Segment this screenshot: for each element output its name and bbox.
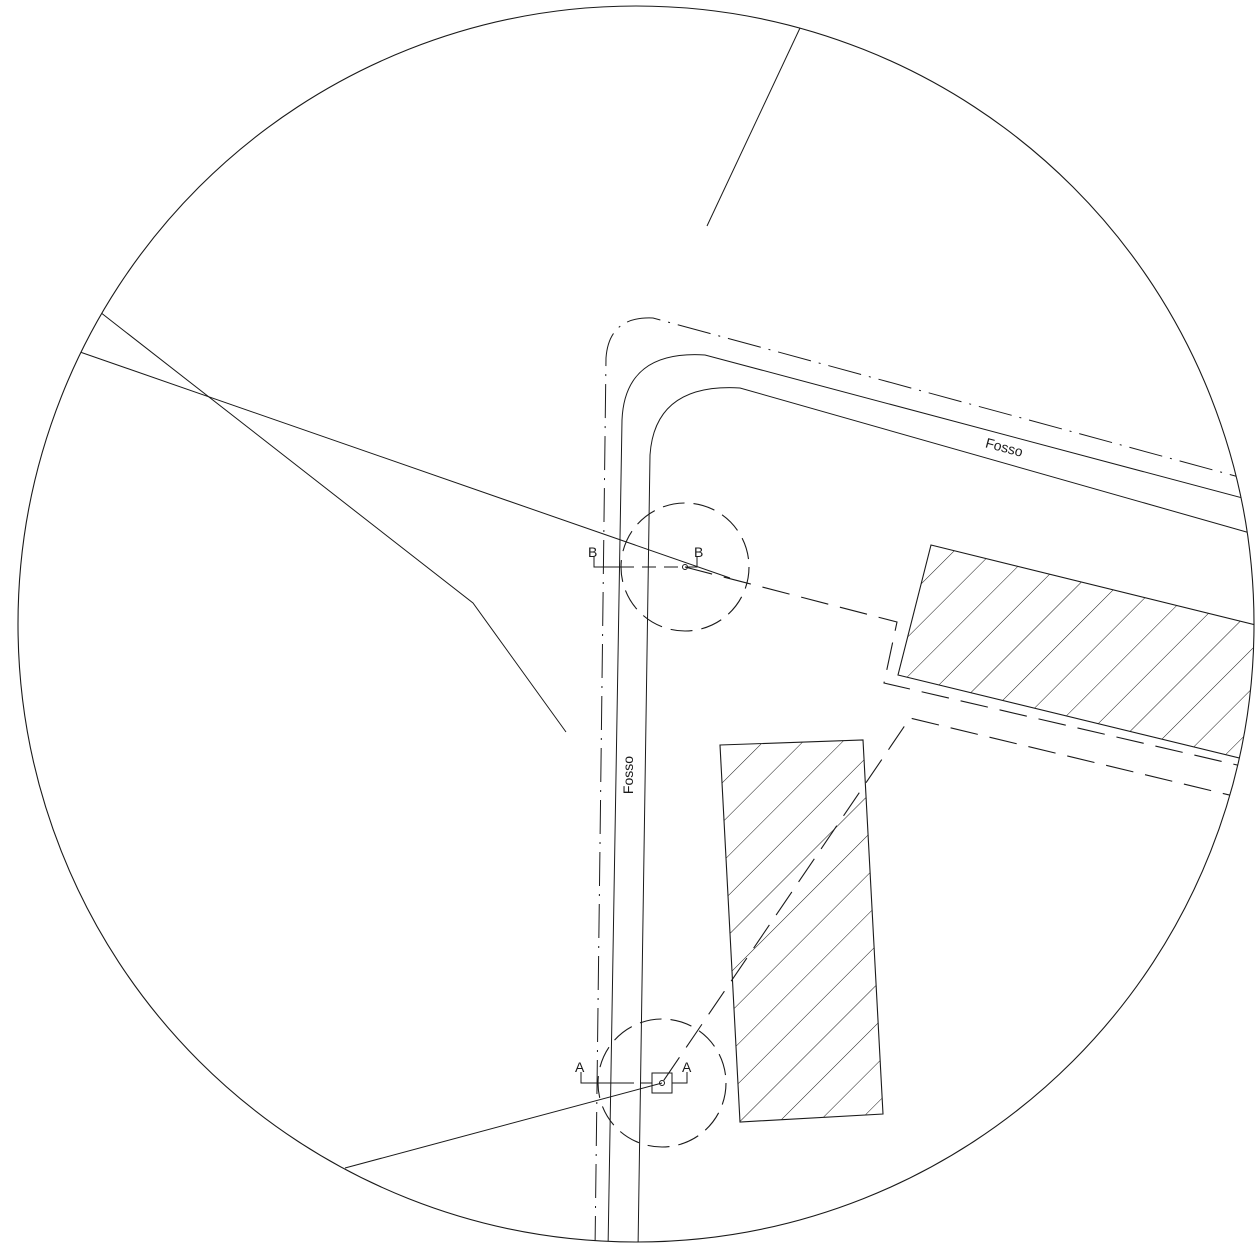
section-marker-a <box>580 1072 688 1094</box>
section-marker-b <box>593 556 698 570</box>
section-label-a-right: A <box>682 1059 692 1075</box>
ditch-edge-outer <box>607 354 1251 1242</box>
section-label-b-right: B <box>694 544 703 560</box>
building-lower <box>719 739 884 1123</box>
boundary-line-top <box>706 27 801 227</box>
boundary-line-long <box>79 351 731 579</box>
road-edge-dashdot <box>594 317 1251 1242</box>
manhole-square <box>651 1072 673 1094</box>
section-label-b-left: B <box>588 544 597 560</box>
section-label-a-left: A <box>575 1059 585 1075</box>
pipe-dashed-lower <box>661 717 1251 1084</box>
ditch-edge-inner <box>637 387 1251 1242</box>
pipe-dashed-upper <box>684 566 1251 769</box>
boundary-line-diagonal <box>99 311 567 733</box>
boundary-line-bottom <box>344 1082 663 1169</box>
building-upper <box>897 544 1254 763</box>
ditch-label-left: Fosso <box>620 756 636 794</box>
